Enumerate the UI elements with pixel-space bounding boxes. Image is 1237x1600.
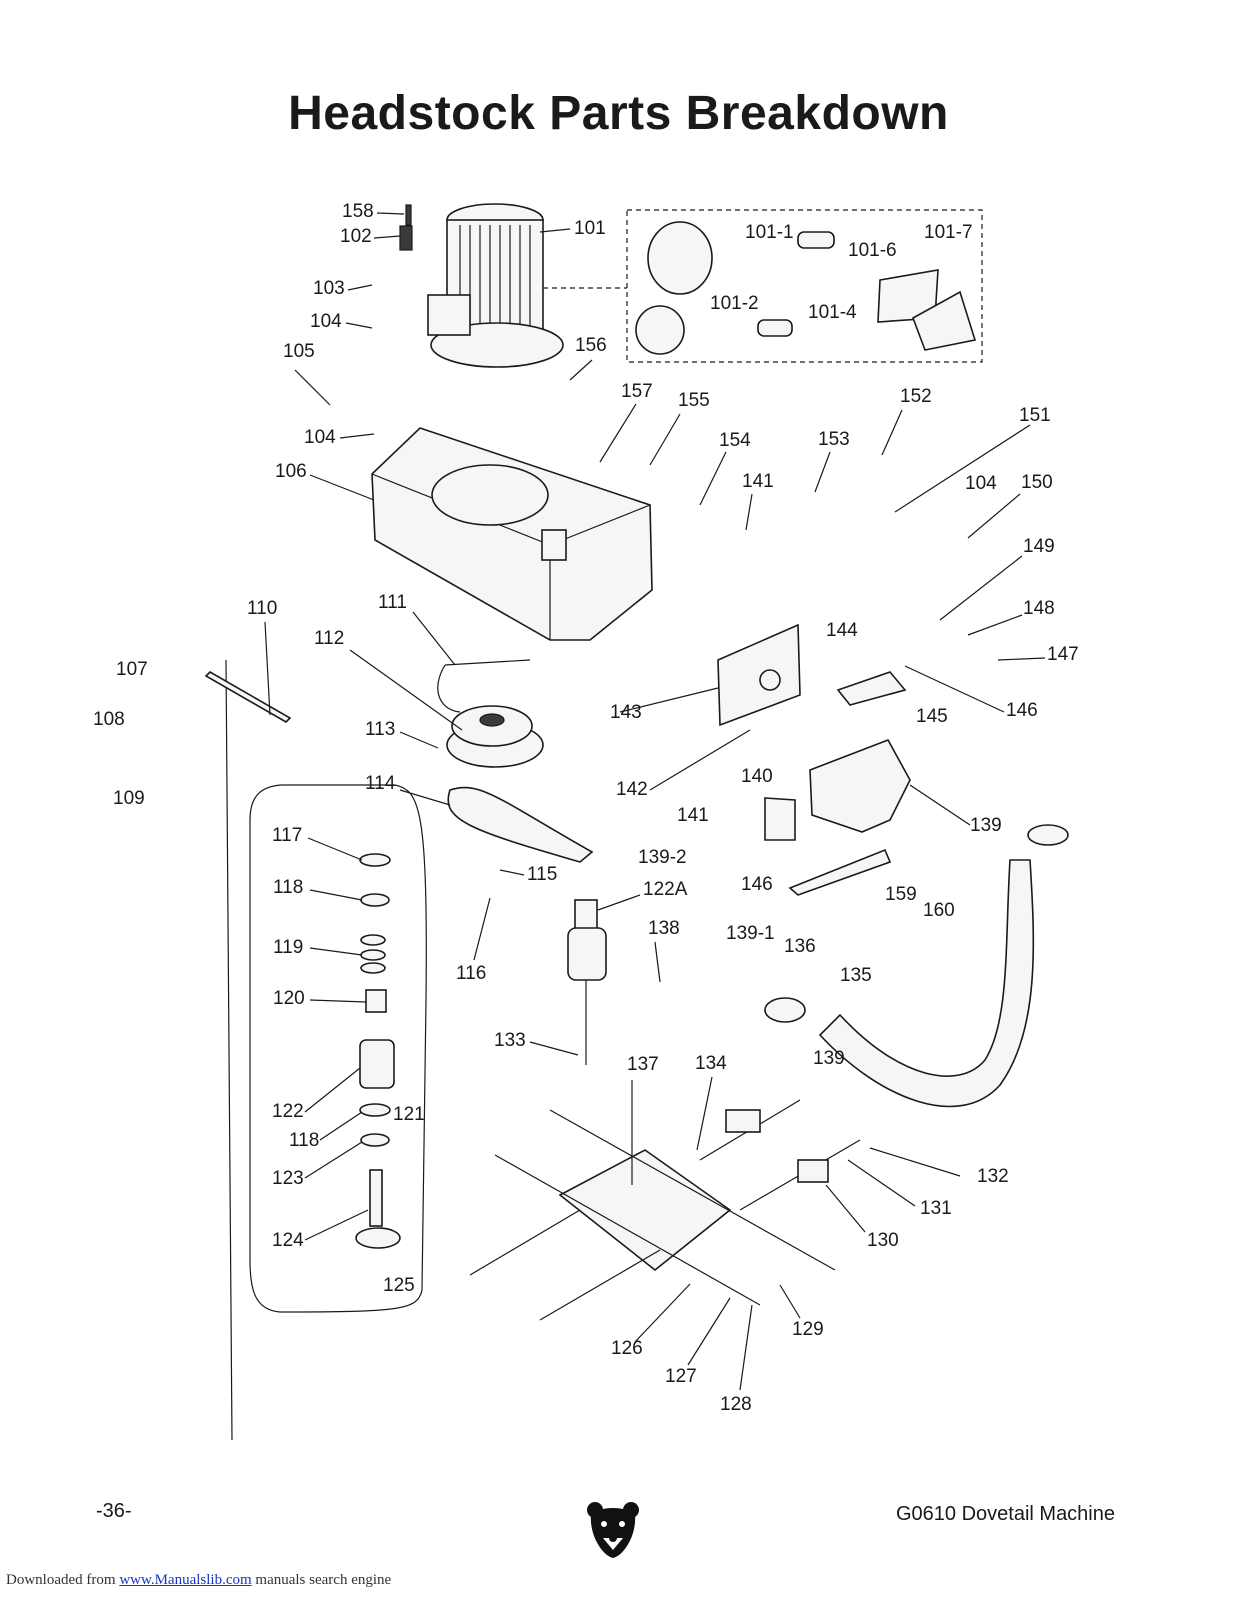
callout-128: 128	[720, 1394, 752, 1415]
callout-101-1: 101-1	[745, 222, 794, 243]
callout-158: 158	[342, 201, 374, 222]
callout-149: 149	[1023, 536, 1055, 557]
head-casting-drawing	[371, 427, 653, 641]
callout-114: 114	[365, 773, 396, 794]
callout-118: 118	[289, 1130, 319, 1151]
page-title: Headstock Parts Breakdown	[288, 87, 949, 140]
callout-134: 134	[695, 1053, 727, 1074]
callout-155: 155	[678, 390, 710, 411]
callout-112: 112	[314, 628, 344, 649]
callout-146: 146	[1006, 700, 1038, 721]
callout-150: 150	[1021, 472, 1053, 493]
callout-102: 102	[340, 226, 372, 247]
callout-103: 103	[313, 278, 345, 299]
callout-101-7: 101-7	[924, 222, 973, 243]
callout-101-4: 101-4	[808, 302, 857, 323]
callout-110: 110	[247, 598, 277, 619]
callout-137: 137	[627, 1054, 659, 1075]
callout-147: 147	[1047, 644, 1079, 665]
callout-132: 132	[977, 1166, 1009, 1187]
callout-138: 138	[648, 918, 680, 939]
leader-lines	[264, 212, 1046, 1391]
callout-160: 160	[923, 900, 955, 921]
callout-139: 139	[813, 1048, 845, 1069]
callout-133: 133	[494, 1030, 526, 1051]
callout-135: 135	[840, 965, 872, 986]
callout-140: 140	[741, 766, 773, 787]
machine-name: G0610 Dovetail Machine	[895, 1503, 1115, 1525]
callout-104: 104	[310, 311, 342, 332]
callout-142: 142	[616, 779, 648, 800]
callout-117: 117	[272, 825, 302, 846]
callout-118: 118	[273, 877, 303, 898]
callout-141: 141	[742, 471, 774, 492]
callout-122A: 122A	[643, 879, 688, 900]
callout-116: 116	[456, 963, 486, 984]
callout-159: 159	[885, 884, 917, 905]
callout-126: 126	[611, 1338, 643, 1359]
callout-136: 136	[784, 936, 816, 957]
callout-153: 153	[818, 429, 850, 450]
callout-115: 115	[527, 864, 557, 885]
dust-hood-drawing	[717, 623, 1069, 1108]
callout-131: 131	[920, 1198, 952, 1219]
callout-143: 143	[610, 702, 642, 723]
callout-107: 107	[116, 659, 148, 680]
callout-125: 125	[383, 1275, 415, 1296]
callout-105: 105	[283, 341, 315, 362]
callout-108: 108	[93, 709, 125, 730]
callout-106: 106	[275, 461, 307, 482]
callout-111: 111	[378, 592, 407, 613]
callout-109: 109	[113, 788, 145, 809]
callout-124: 124	[272, 1230, 304, 1251]
callout-104: 104	[304, 427, 336, 448]
bear-logo-icon	[587, 1502, 639, 1558]
download-suffix: manuals search engine	[255, 1572, 392, 1588]
callout-139-1: 139-1	[726, 923, 775, 944]
callout-104: 104	[965, 473, 997, 494]
callout-151: 151	[1019, 405, 1051, 426]
callout-119: 119	[273, 937, 303, 958]
callout-120: 120	[273, 988, 305, 1009]
manualslib-link[interactable]: www.Manualslib.com	[119, 1572, 252, 1588]
callout-130: 130	[867, 1230, 899, 1251]
callout-148: 148	[1023, 598, 1055, 619]
callout-129: 129	[792, 1319, 824, 1340]
motor-drawing	[399, 203, 564, 368]
callout-123: 123	[272, 1168, 304, 1189]
download-notice: Downloaded from www.Manualslib.com manua…	[6, 1572, 391, 1589]
callout-152: 152	[900, 386, 932, 407]
motor-detail-parts	[635, 221, 977, 355]
callout-127: 127	[665, 1366, 697, 1387]
callout-139: 139	[970, 815, 1002, 836]
callout-145: 145	[916, 706, 948, 727]
page-number: -36-	[96, 1500, 132, 1522]
motor-detail-box	[626, 209, 983, 363]
callout-144: 144	[826, 620, 858, 641]
callout-156: 156	[575, 335, 607, 356]
callout-101-6: 101-6	[848, 240, 897, 261]
drive-parts-drawing	[204, 659, 594, 1441]
download-prefix: Downloaded from	[6, 1572, 116, 1588]
callout-labels: 158 102 101 101-1 101-6 101-7 101-2 101-4 103 104…	[93, 201, 1079, 1415]
callout-113: 113	[365, 719, 395, 740]
callout-122: 122	[272, 1101, 304, 1122]
callout-139-2: 139-2	[638, 847, 687, 868]
callout-157: 157	[621, 381, 653, 402]
callout-146: 146	[741, 874, 773, 895]
callout-121: 121	[393, 1104, 425, 1125]
callout-101: 101	[574, 218, 606, 239]
callout-154: 154	[719, 430, 751, 451]
carriage-drawing	[469, 1099, 861, 1321]
spindle-drawing	[249, 784, 607, 1313]
callout-141: 141	[677, 805, 709, 826]
callout-101-2: 101-2	[710, 293, 759, 314]
